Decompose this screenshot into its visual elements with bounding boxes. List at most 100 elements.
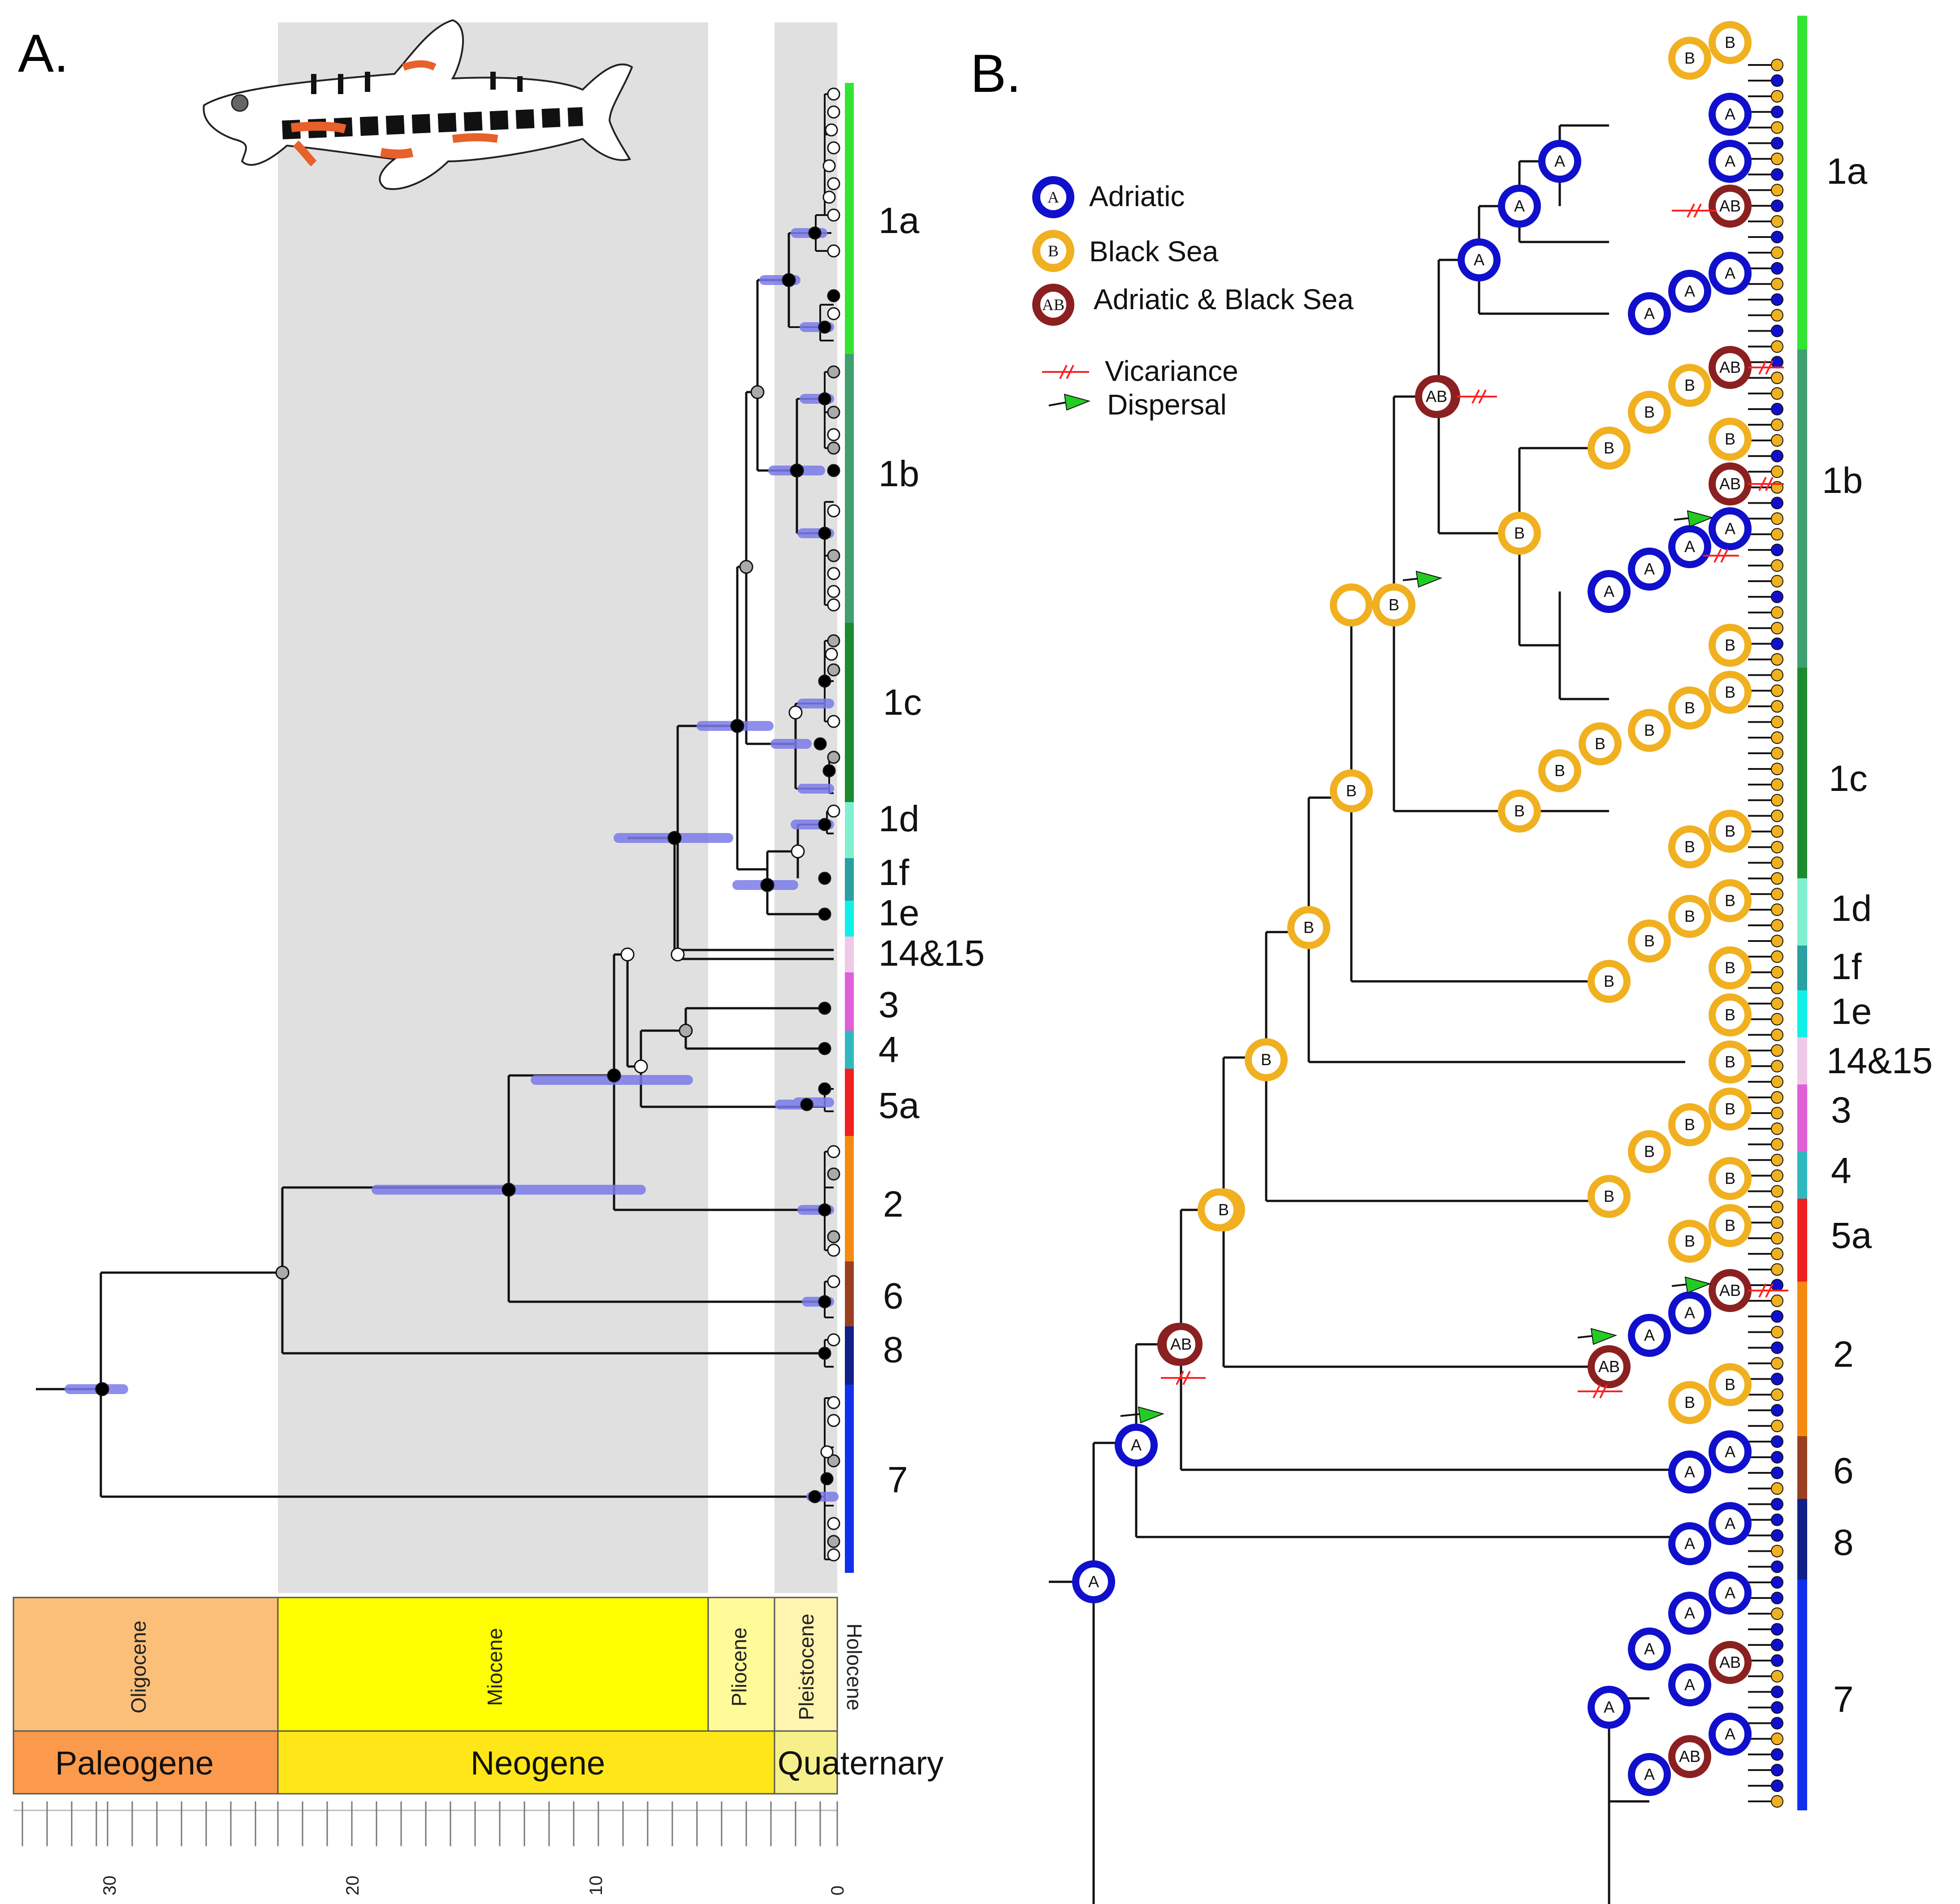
clade-label-b-14-15: 14&15 [1826,1041,1933,1081]
tip-dot-black-sea [1771,1185,1783,1198]
legend-label-adriatic: Adriatic [1089,180,1185,212]
tick-label-0: 0 [828,1886,848,1895]
svg-text:B: B [1684,49,1695,67]
tip-dot-black-sea [1771,1044,1783,1057]
tip-dot-adriatic [1771,590,1783,603]
area-node-black-sea [1709,946,1752,989]
tip-dot-black-sea [1771,1153,1783,1166]
svg-text:A: A [1514,197,1525,215]
svg-text:A: A [1644,1640,1655,1658]
tip-dot-black-sea [1771,716,1783,729]
svg-text:A: A [1554,152,1565,170]
svg-text:A: A [1644,1326,1655,1344]
area-node-black-sea [1668,895,1711,938]
area-node-black-sea [1287,906,1330,949]
svg-text:B: B [1346,781,1357,800]
clade-label-1e: 1e [878,893,919,933]
svg-text:B: B [1303,918,1314,937]
tip-dot-black-sea [1771,246,1783,259]
tip-dot-black-sea [1771,762,1783,775]
area-node-black-sea [1668,364,1711,407]
area-node-black-sea [1579,722,1622,765]
tip-dot-adriatic [1771,1498,1783,1511]
tip-dot-black-sea [1771,215,1783,228]
svg-text:A: A [1644,304,1655,323]
svg-text:B: B [1684,1115,1695,1134]
area-node-black-sea [1628,391,1671,434]
area-node-black-sea [1330,769,1373,812]
area-node-adriatic [1115,1424,1158,1467]
tip-dot-black-sea [1771,1482,1783,1495]
dispersal-arrow [1687,510,1714,527]
area-node-adriatic [1709,1572,1752,1615]
clade-bar-1a [845,83,854,354]
epoch-label-oligocene: Oligocene [127,1620,150,1713]
svg-text:B: B [1725,1053,1735,1071]
tip-dot-adriatic [1771,1560,1783,1573]
area-node-black-sea [1198,1188,1241,1231]
svg-text:B: B [1725,430,1735,448]
tip-dot-black-sea [1771,825,1783,838]
svg-text:A: A [1725,1442,1735,1461]
area-node-black-sea [1709,1157,1752,1200]
tip-dot-adriatic [1771,168,1783,181]
clade-label-b-6: 6 [1833,1451,1854,1491]
tip-dot-black-sea [1771,418,1783,431]
tip-dot-black-sea [1771,981,1783,994]
tip-dot-adriatic [1771,544,1783,557]
clade-label-b-1e: 1e [1831,991,1872,1032]
svg-text:A: A [1088,1572,1099,1591]
period-label-paleogene: Paleogene [55,1744,214,1782]
clade-label-b-8: 8 [1833,1522,1854,1563]
area-node-black-sea [1588,960,1631,1003]
legend-item-both: AB Adriatic & Black Sea [1032,283,1354,326]
dispersal-arrows [1120,510,1714,1424]
panel-a-label: A. [18,23,69,83]
tip-dot-adriatic [1771,356,1783,369]
tip-dot-black-sea [1771,747,1783,760]
tip-dot-black-sea [1771,669,1783,682]
svg-text:B: B [1725,1169,1735,1187]
tip-dot-adriatic [1771,1341,1783,1354]
clade-bar-7 [845,1385,854,1573]
svg-text:A: A [1725,519,1735,538]
tip-dot-black-sea [1771,184,1783,197]
clade-bar-b-1d [1797,878,1807,946]
tip-dot-black-sea [1771,1091,1783,1104]
tip-dot-black-sea [1771,1106,1783,1119]
clade-label-6: 6 [883,1276,904,1317]
svg-text:A: A [1604,582,1614,600]
period-label-neogene: Neogene [471,1744,605,1782]
area-node-black-sea [1628,920,1671,963]
clade-bar-b-6 [1797,1436,1807,1499]
tip-dot-black-sea [1771,121,1783,134]
area-node-black-sea [1709,1041,1752,1084]
legend-item-adriatic: A Adriatic [1032,176,1185,218]
svg-text:A: A [1131,1436,1142,1454]
epoch-label-pliocene: Pliocene [727,1628,751,1706]
panel-a-clade-labels: 1a 1b 1c 1d 1f 1e 14&15 3 4 5a 2 6 8 7 [878,200,985,1500]
clade-label-2: 2 [883,1184,904,1225]
area-node-black-sea [1709,810,1752,853]
tip-dot-adriatic [1771,1373,1783,1386]
clade-bar-b-14-15 [1797,1037,1807,1084]
clade-label-1b: 1b [878,453,919,494]
area-node-adriatic [1709,507,1752,550]
clade-label-b-4: 4 [1831,1150,1852,1191]
clade-bar-6 [845,1261,854,1326]
svg-text:A: A [1725,105,1735,123]
clade-bar-b-1e [1797,990,1807,1037]
tip-dot-black-sea [1771,1075,1783,1088]
area-node-black-sea [1709,418,1752,461]
tip-dot-adriatic [1771,1513,1783,1526]
tip-dot-black-sea [1771,919,1783,932]
area-node-adriatic [1709,1430,1752,1473]
tip-dot-black-sea [1771,997,1783,1010]
clade-label-1f: 1f [878,852,909,893]
area-node-adriatic [1072,1560,1115,1603]
clade-bar-1c [845,623,854,802]
tip-dot-adriatic [1771,497,1783,509]
area-node-both [1709,185,1752,228]
tip-dot-adriatic [1771,1685,1783,1698]
tip-dot-black-sea [1771,1607,1783,1620]
